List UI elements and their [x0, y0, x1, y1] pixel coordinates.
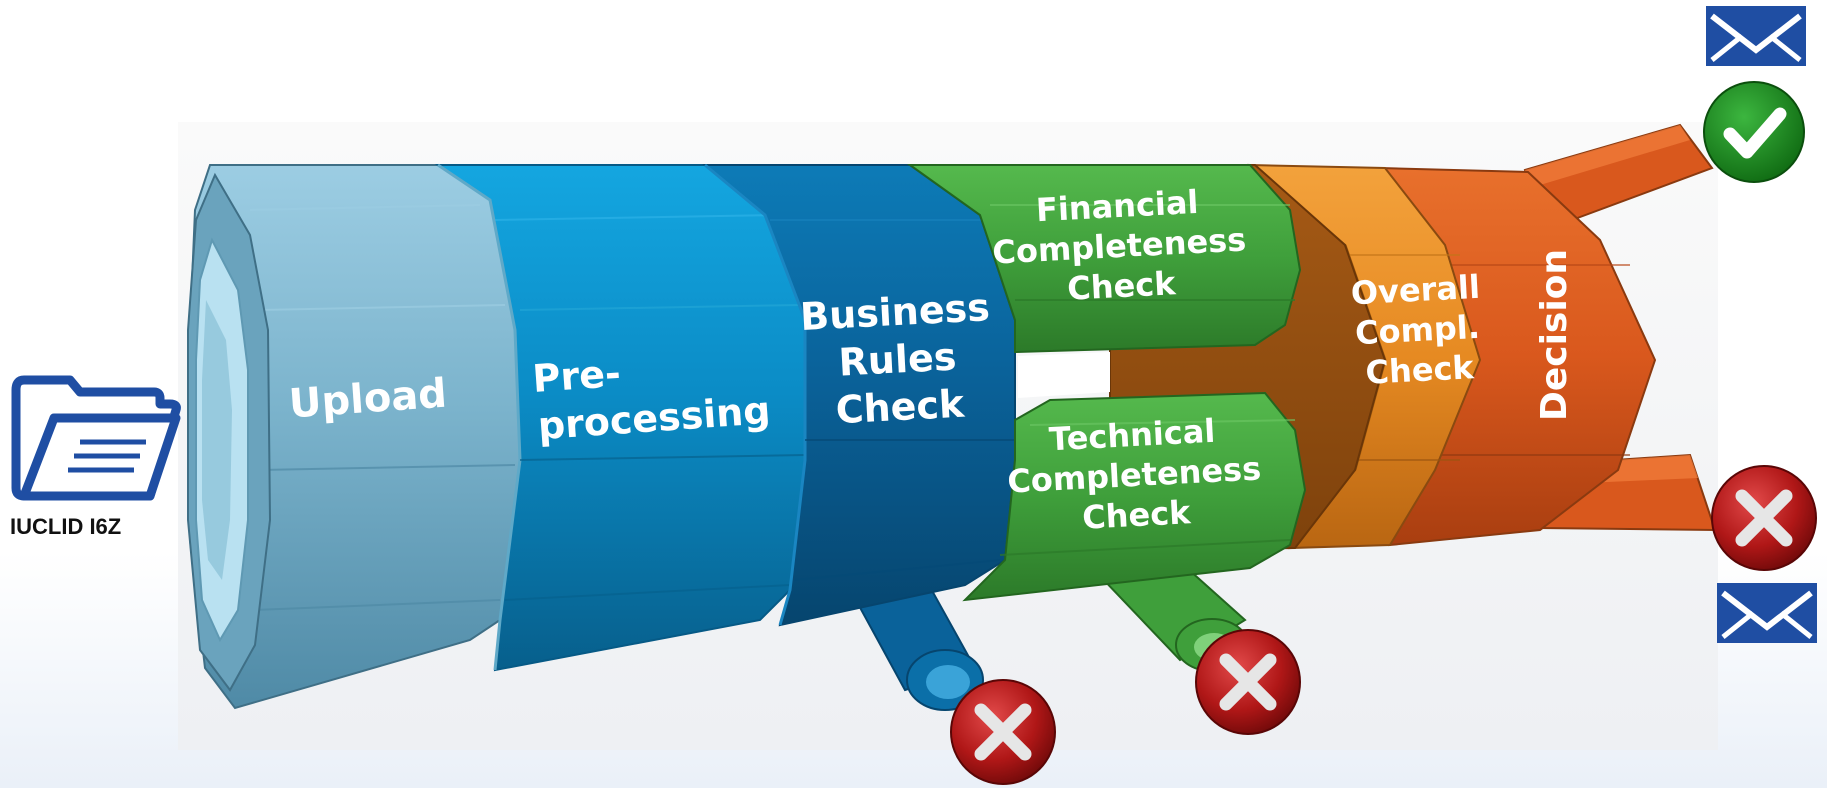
technical-check-segment: [962, 391, 1307, 602]
stage-label-line: Decision: [1534, 249, 1575, 421]
stage-label-line: Check: [1081, 493, 1192, 537]
stage-label-line: Overall: [1350, 268, 1481, 313]
check-circle-icon: [1703, 81, 1805, 183]
stage-label-line: Check: [835, 382, 966, 433]
financial-check-segment: [906, 164, 1302, 354]
stage-label-upload: Upload: [288, 371, 449, 428]
x-circle-icon: [950, 679, 1056, 785]
stage-label-decision: Decision: [1534, 249, 1575, 421]
stage-label-line: Business: [799, 285, 991, 339]
branch-gap: [1018, 352, 1110, 398]
stage-label-line: Check: [1066, 264, 1177, 308]
stage-label-line: Compl.: [1354, 308, 1481, 352]
upload-segment: [187, 164, 522, 710]
stage-label-line: Upload: [288, 371, 449, 428]
x-circle-icon: [1195, 629, 1301, 735]
stage-label-line: Technical: [1048, 412, 1216, 459]
stage-label-line: Rules: [838, 334, 958, 384]
stage-label-line: Pre-: [531, 351, 622, 401]
stage-label-business-rules: BusinessRulesCheck: [799, 285, 996, 434]
x-circle-icon: [1711, 465, 1817, 571]
stage-label-overall: OverallCompl.Check: [1350, 268, 1485, 393]
folder-icon: [11, 375, 181, 501]
envelope-icon: [1706, 6, 1806, 66]
stage-label-technical: TechnicalCompletenessCheck: [1004, 409, 1264, 540]
stage-label-line: Check: [1365, 348, 1476, 392]
input-file-label: IUCLID I6Z: [10, 514, 122, 539]
stage-label-line: Financial: [1035, 183, 1199, 229]
envelope-icon: [1717, 583, 1817, 643]
